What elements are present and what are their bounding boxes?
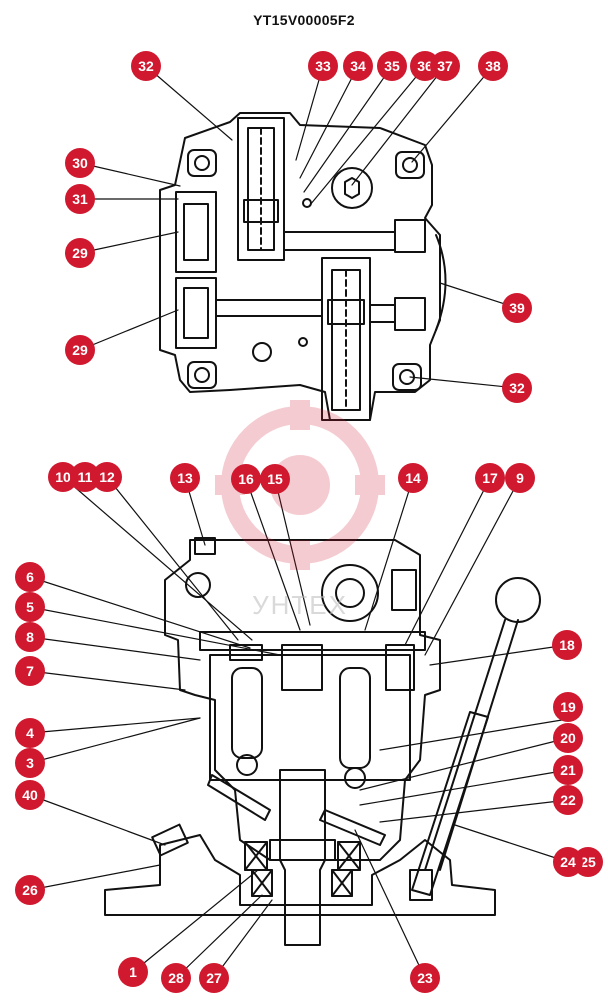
callout-29-upper[interactable]: 29 (65, 238, 95, 268)
watermark-text: УНТЕХ (252, 590, 348, 620)
callout-15[interactable]: 15 (260, 464, 290, 494)
bottom-motor-section (104, 537, 541, 946)
watermark-logo (215, 400, 385, 570)
callout-7[interactable]: 7 (15, 656, 45, 686)
callout-12[interactable]: 12 (92, 462, 122, 492)
callout-16[interactable]: 16 (231, 464, 261, 494)
callout-29-lower[interactable]: 29 (65, 335, 95, 365)
callout-32-top[interactable]: 32 (131, 51, 161, 81)
callout-19[interactable]: 19 (553, 692, 583, 722)
callout-9[interactable]: 9 (505, 463, 535, 493)
callout-21[interactable]: 21 (553, 755, 583, 785)
callout-5[interactable]: 5 (15, 592, 45, 622)
callout-6[interactable]: 6 (15, 562, 45, 592)
callout-40[interactable]: 40 (15, 780, 45, 810)
callout-37[interactable]: 37 (430, 51, 460, 81)
callout-26[interactable]: 26 (15, 875, 45, 905)
callout-28[interactable]: 28 (161, 963, 191, 993)
callout-1[interactable]: 1 (118, 957, 148, 987)
callout-23[interactable]: 23 (410, 963, 440, 993)
callout-4[interactable]: 4 (15, 718, 45, 748)
doc-code: YT15V00005F2 (253, 12, 355, 28)
callout-3[interactable]: 3 (15, 748, 45, 778)
callout-13[interactable]: 13 (170, 463, 200, 493)
top-valve-block (159, 112, 447, 421)
callout-27[interactable]: 27 (199, 963, 229, 993)
callout-31[interactable]: 31 (65, 184, 95, 214)
callout-30[interactable]: 30 (65, 148, 95, 178)
callout-33[interactable]: 33 (308, 51, 338, 81)
callout-34[interactable]: 34 (343, 51, 373, 81)
callout-35[interactable]: 35 (377, 51, 407, 81)
callout-20[interactable]: 20 (553, 723, 583, 753)
callout-39[interactable]: 39 (502, 293, 532, 323)
callout-38[interactable]: 38 (478, 51, 508, 81)
callout-32-lower[interactable]: 32 (502, 373, 532, 403)
callout-14[interactable]: 14 (398, 463, 428, 493)
callout-24[interactable]: 24 (553, 847, 583, 877)
callout-22[interactable]: 22 (553, 785, 583, 815)
callout-8[interactable]: 8 (15, 622, 45, 652)
callout-17[interactable]: 17 (475, 463, 505, 493)
callout-18[interactable]: 18 (552, 630, 582, 660)
